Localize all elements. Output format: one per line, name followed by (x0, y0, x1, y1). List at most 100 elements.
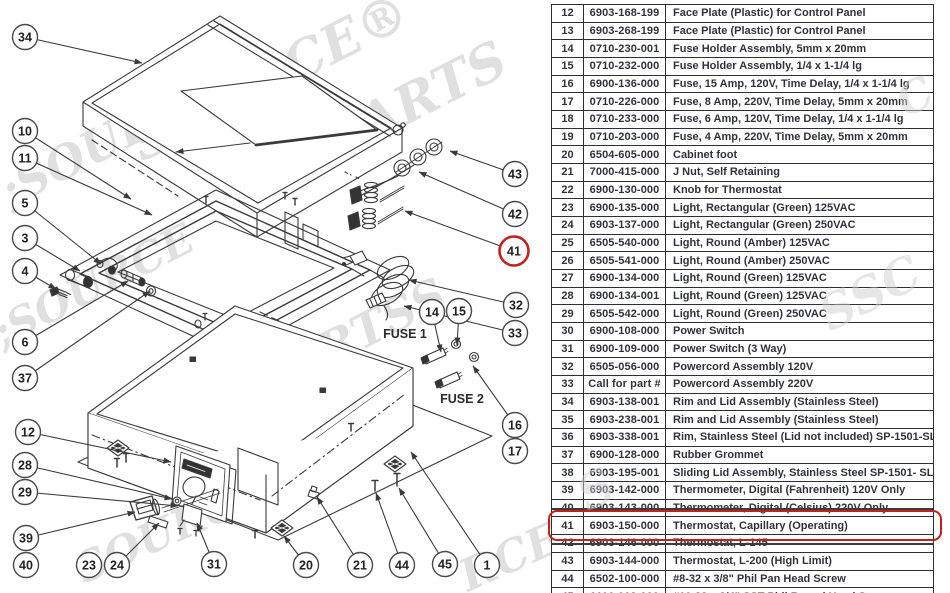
callout-circle (11, 23, 39, 51)
part-number: 0116-013-000 (584, 588, 666, 593)
item-number: 28 (552, 287, 584, 305)
part-description: Light, Round (Green) 250VAC (673, 307, 827, 320)
part-description: #10-32 x 3/4" SST Phil Round Head Screw (666, 588, 933, 593)
part-number: 6903-142-000 (584, 482, 666, 499)
leader-line-21 (316, 496, 361, 566)
callout-12: 12 (14, 418, 42, 446)
callout-circle (445, 297, 473, 325)
part-number: 6505-542-000 (584, 305, 666, 323)
callout-23: 23 (75, 551, 103, 579)
part-number: 6900-130-000 (584, 181, 666, 199)
part-number: 6900-136-000 (584, 75, 666, 93)
part-number: 6903-137-000 (584, 217, 666, 234)
item-number: 34 (552, 393, 584, 411)
callout-number: 39 (19, 531, 33, 545)
callout-number: 43 (508, 167, 522, 181)
callout-29: 29 (11, 478, 39, 506)
part-number: 0710-233-000 (584, 111, 666, 128)
callout-45: 45 (431, 550, 459, 578)
item-number: 45 (552, 588, 584, 593)
part-description: Thermometer, Digital (Celsius) 220V Only (673, 502, 889, 515)
leader-line-29 (24, 491, 179, 509)
part-number: 6903-150-000 (584, 517, 666, 535)
leader-line-12 (27, 431, 172, 464)
part-number: 6900-134-001 (584, 287, 666, 305)
callout-circle (501, 411, 529, 439)
callout-43: 43 (501, 160, 529, 188)
callout-circle (501, 200, 529, 228)
part-number: 6502-100-000 (584, 570, 666, 588)
part-description: Fuse Holder Assembly, 5mm x 20mm (673, 42, 867, 55)
part-description: Cabinet foot (673, 148, 738, 161)
callout-number: 42 (508, 207, 522, 221)
callout-number: 20 (299, 558, 313, 572)
leader-line-5 (24, 202, 102, 265)
item-number: 27 (552, 270, 584, 287)
callout-circle (11, 224, 39, 252)
leader-line-41 (404, 210, 515, 252)
part-description: Rim and Lid Assembly (Stainless Steel) (673, 413, 879, 426)
part-description: Power Switch (3 Way) (673, 343, 787, 356)
callout-circle (103, 551, 131, 579)
part-description: Thermostat, L-200 (High Limit) (673, 555, 832, 568)
callout-circle (431, 550, 459, 578)
item-number: 33 (552, 376, 584, 393)
callout-number: 40 (19, 558, 33, 572)
item-number: 41 (552, 517, 584, 535)
item-number: 14 (552, 40, 584, 58)
callout-number: 41 (507, 244, 521, 258)
callout-4: 4 (11, 257, 39, 285)
callout-number: 5 (22, 196, 29, 210)
item-number: 15 (552, 58, 584, 75)
fuse-assemblies (420, 338, 480, 389)
callout-circle (346, 551, 374, 579)
callout-number: 14 (425, 305, 439, 319)
item-number: 19 (552, 128, 584, 146)
part-number: 0710-226-000 (584, 93, 666, 111)
callout-circle (75, 551, 103, 579)
power-cord (341, 250, 415, 321)
part-number: 6505-056-000 (584, 358, 666, 376)
callout-40: 40 (12, 551, 40, 579)
part-number: 6900-134-000 (584, 270, 666, 287)
part-description: Thermostat, L-145 (673, 537, 768, 550)
callout-circle (292, 551, 320, 579)
callout-number: 24 (110, 558, 124, 572)
callout-39: 39 (12, 524, 40, 552)
part-description: Rubber Grommet (673, 449, 764, 462)
part-description: Fuse, 8 Amp, 220V, Time Delay, 5mm x 20m… (673, 95, 908, 108)
lid-assembly (82, 15, 406, 250)
fuse2-label: FUSE 2 (440, 392, 484, 406)
callout-circle (11, 328, 39, 356)
callout-circle (501, 160, 529, 188)
item-number: 39 (552, 482, 584, 499)
callout-6: 6 (11, 328, 39, 356)
callout-circle (11, 478, 39, 506)
table-row: 450116-013-000#10-32 x 3/4" SST Phil Rou… (552, 587, 933, 593)
part-number: 6903-144-000 (584, 552, 666, 570)
item-number: 20 (552, 146, 584, 164)
item-number: 36 (552, 429, 584, 446)
part-number: 6900-108-000 (584, 323, 666, 340)
part-description: Powercord Assembly 220V (673, 378, 814, 391)
part-description: Powercord Assembly 120V (673, 360, 814, 373)
callout-number: 3 (22, 231, 29, 245)
item-number: 30 (552, 323, 584, 340)
callout-circle (12, 524, 40, 552)
part-number: 6903-268-199 (584, 22, 666, 40)
item-number: 22 (552, 181, 584, 199)
part-description: Face Plate (Plastic) for Control Panel (673, 7, 866, 20)
